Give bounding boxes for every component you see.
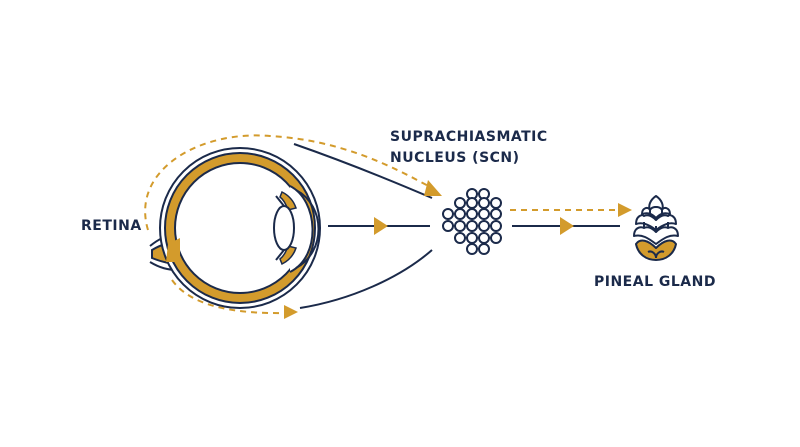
eye-icon (149, 147, 321, 309)
arrowhead-icon (284, 180, 632, 319)
scn-label-line-1: SUPRACHIASMATIC (390, 129, 548, 145)
pineal-gland-label: PINEAL GLAND (594, 274, 716, 290)
scn-label: SUPRACHIASMATIC NUCLEUS (SCN) (390, 127, 548, 169)
arrowhead-lower (284, 305, 298, 319)
arrowhead-middle (374, 217, 388, 235)
arrowhead-upper (424, 180, 442, 196)
retina-label: RETINA (81, 218, 142, 234)
pine-cone-icon (633, 195, 679, 261)
arrowhead-right (560, 217, 574, 235)
scn-label-line-2: NUCLEUS (SCN) (390, 150, 520, 166)
gold-dashed-paths (144, 134, 618, 315)
arrowhead-dashed-right (618, 203, 632, 217)
scn-cluster-icon (442, 188, 502, 255)
